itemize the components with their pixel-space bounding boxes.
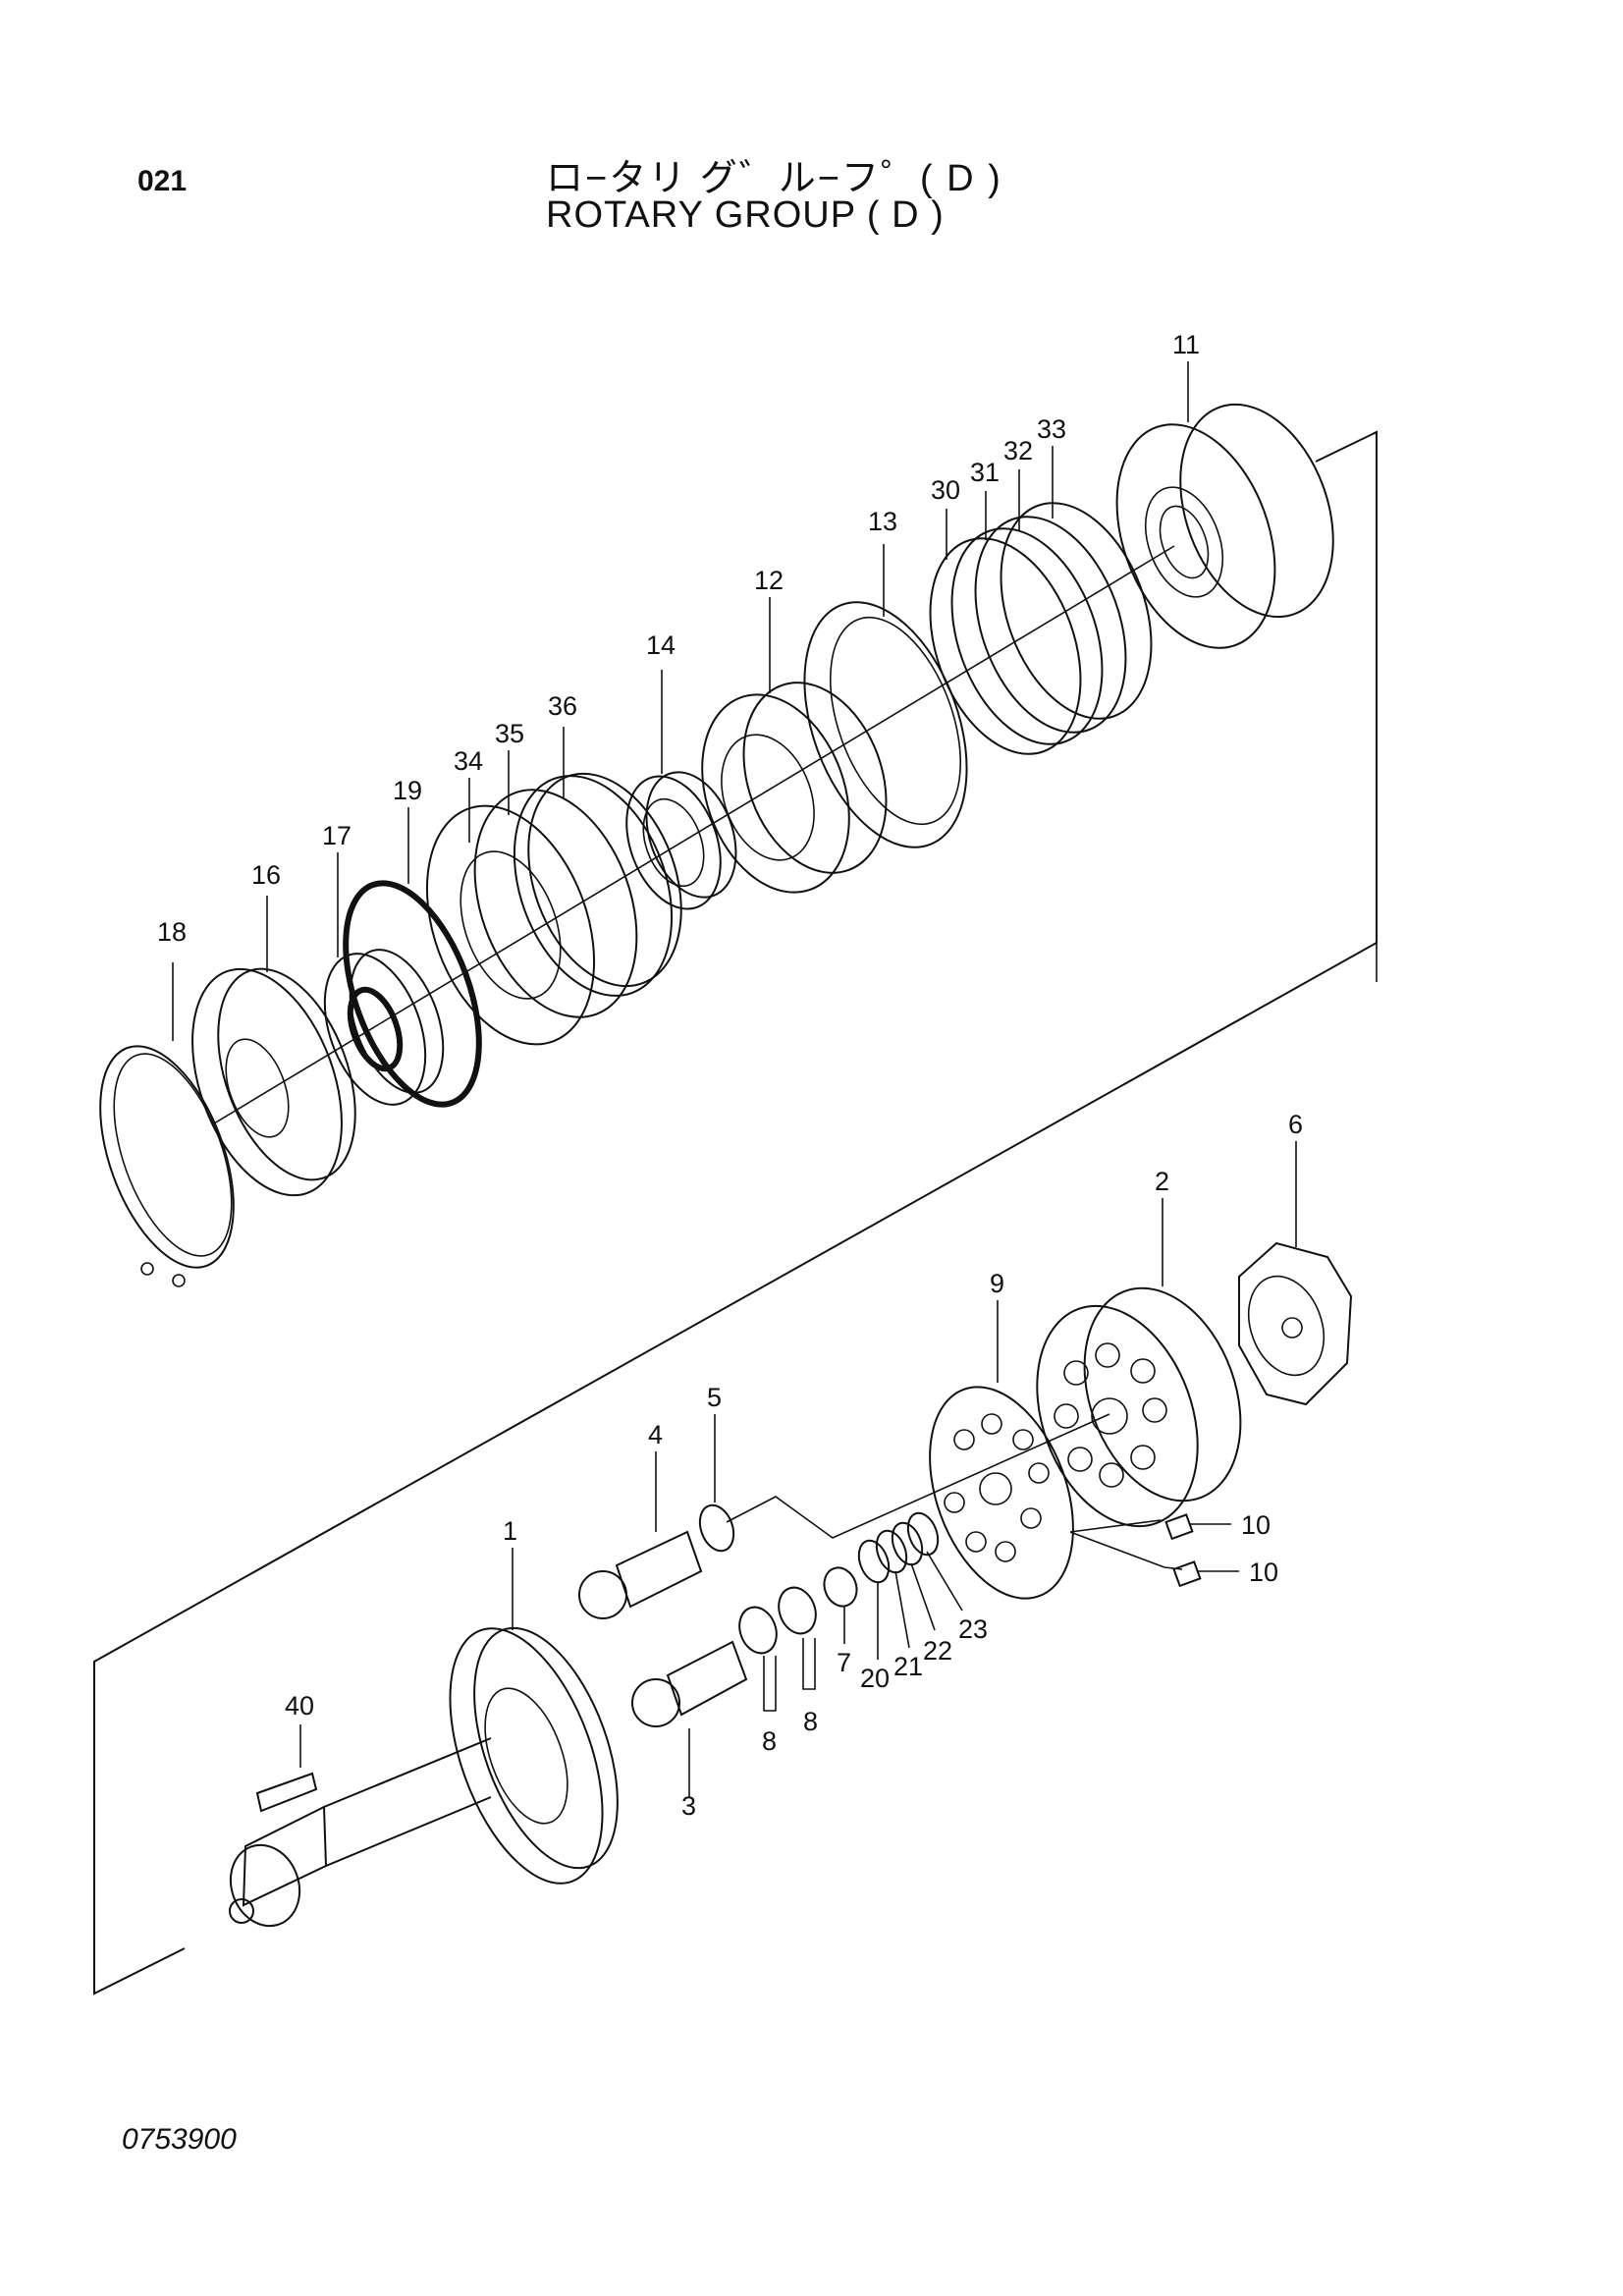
callout-11: 11 (1172, 330, 1200, 359)
callout-4: 4 (648, 1420, 663, 1449)
callout-35: 35 (495, 719, 524, 748)
callout-2: 2 (1155, 1167, 1169, 1196)
callout-33: 33 (1037, 414, 1066, 444)
part-40-key (255, 1724, 318, 1813)
lower-axis-line (726, 1413, 1110, 1539)
callout-8a: 8 (762, 1726, 777, 1756)
part-23-washer (906, 1511, 963, 1612)
part-21-spring (875, 1529, 910, 1649)
callout-13: 13 (868, 507, 897, 536)
part-33-spring (1000, 446, 1153, 720)
part-10-screw-a (1164, 1513, 1231, 1541)
part-13-spacer-ring (803, 544, 968, 848)
callout-labels: 1 2 3 4 5 6 7 8 8 9 10 10 11 12 13 14 16… (157, 330, 1303, 1821)
callout-1: 1 (503, 1516, 517, 1546)
callout-19: 19 (393, 776, 422, 805)
callout-31: 31 (970, 458, 1000, 487)
part-18-snap-ring (99, 962, 235, 1287)
part-10-screw-b (1172, 1560, 1239, 1588)
callout-9: 9 (990, 1269, 1004, 1298)
part-22-spring (891, 1521, 936, 1631)
part-32-spring (974, 469, 1127, 734)
part-7-bush (823, 1566, 858, 1644)
part-8-retainer-b (778, 1586, 817, 1690)
part-16-seal-holder (191, 896, 356, 1197)
part-8-retainer-a (738, 1606, 778, 1712)
page-code: 021 (137, 165, 188, 197)
assembly-frame (93, 430, 1378, 1995)
part-14-lock-nut (625, 670, 737, 910)
callout-17: 17 (322, 821, 352, 850)
part-31-spring (950, 491, 1104, 745)
callout-16: 16 (251, 860, 281, 890)
upper-axis-line (213, 545, 1175, 1124)
part-1-drive-shaft (229, 1548, 619, 1928)
screw-leader (1069, 1531, 1183, 1570)
screw-leader-2 (1069, 1519, 1162, 1533)
part-9-retainer-plate (929, 1300, 1074, 1600)
callout-30: 30 (931, 475, 960, 505)
part-6-valve-plate (1238, 1141, 1353, 1406)
part-11-housing (1115, 361, 1334, 649)
part-30-shim (929, 509, 1082, 755)
part-36-spring (513, 727, 682, 997)
part-20-washer (857, 1539, 891, 1660)
part-19-o-ring (343, 807, 482, 1108)
callout-6: 6 (1288, 1110, 1303, 1139)
part-12-bearing (701, 597, 888, 894)
title-japanese: ロ−タリ グ゛ル−フ゜( D ) (546, 158, 1002, 199)
callout-8b: 8 (803, 1707, 818, 1736)
part-5-ring (698, 1414, 735, 1553)
callout-20: 20 (860, 1664, 890, 1693)
part-2-cylinder-block (1036, 1198, 1242, 1528)
part-3-piston (631, 1640, 748, 1797)
callout-32: 32 (1003, 436, 1033, 465)
callout-5: 5 (707, 1383, 722, 1412)
title-english: ROTARY GROUP ( D ) (546, 194, 945, 236)
callout-36: 36 (548, 691, 577, 721)
callout-7: 7 (837, 1648, 851, 1677)
callout-23: 23 (958, 1614, 988, 1644)
part-4-piston (578, 1451, 703, 1619)
part-35-spring (473, 750, 638, 1018)
callout-22: 22 (923, 1636, 952, 1666)
callout-10a: 10 (1241, 1510, 1271, 1540)
drawing-number: 0753900 (122, 2123, 237, 2156)
callout-40: 40 (285, 1691, 314, 1721)
callout-21: 21 (893, 1652, 923, 1681)
callout-14: 14 (646, 630, 676, 660)
callout-10b: 10 (1249, 1558, 1278, 1587)
callout-34: 34 (454, 746, 483, 776)
callout-18: 18 (157, 917, 187, 947)
callout-12: 12 (754, 566, 784, 595)
callout-3: 3 (681, 1791, 696, 1821)
part-34-washer (425, 778, 596, 1046)
part-17-oil-seal (323, 852, 445, 1106)
